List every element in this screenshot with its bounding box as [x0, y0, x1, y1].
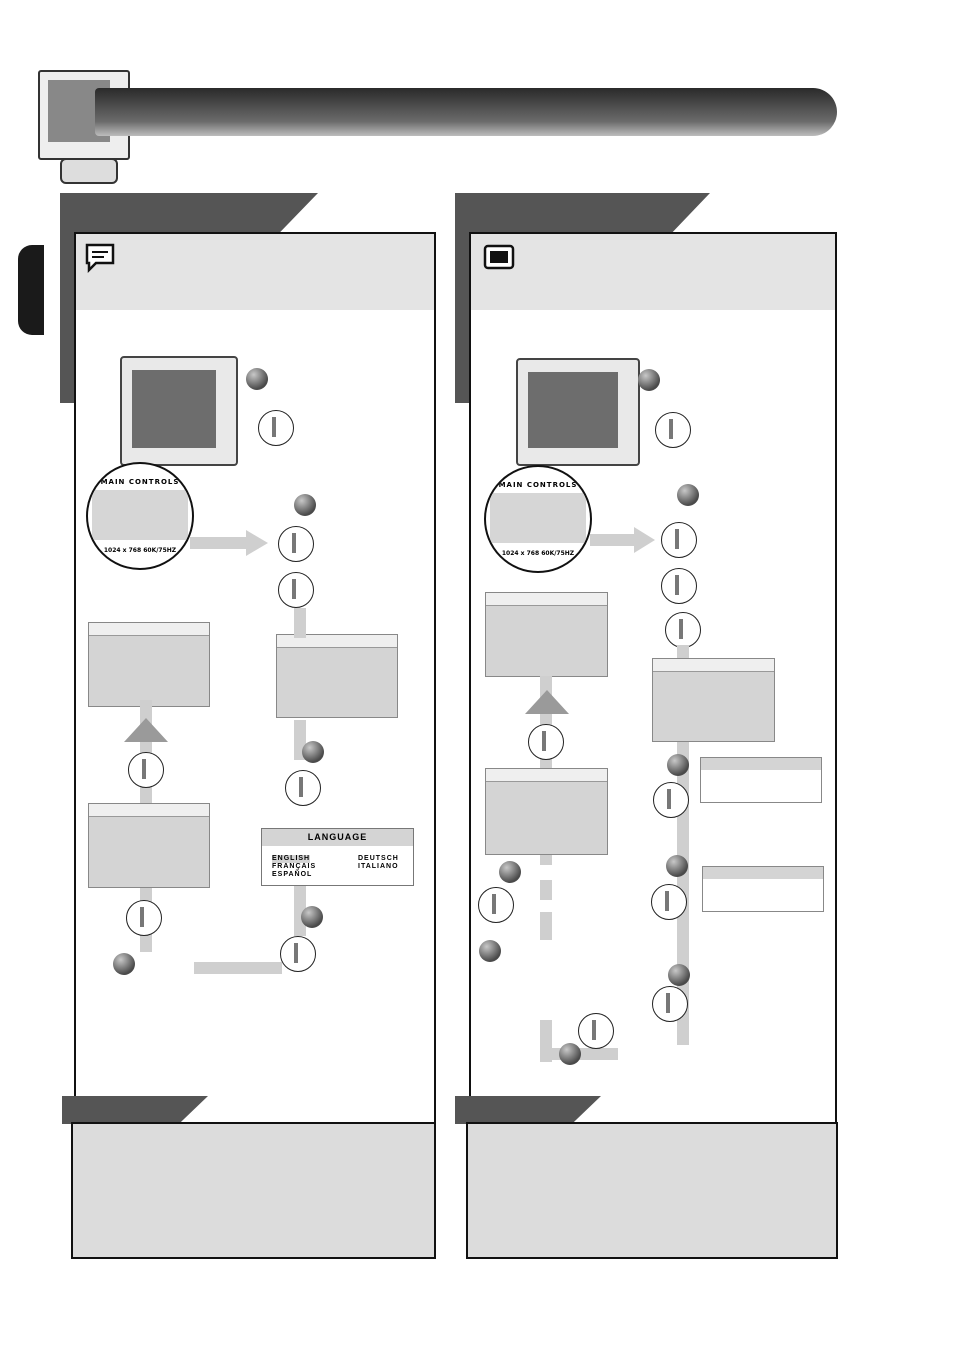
language-panel-header [76, 234, 434, 310]
title-banner [95, 88, 837, 136]
step-ball [499, 861, 521, 883]
button-press-icon[interactable] [661, 568, 697, 604]
up-arrow-icon [124, 718, 168, 742]
button-press-icon[interactable] [278, 572, 314, 608]
button-press-icon[interactable] [528, 724, 564, 760]
step-ball [667, 754, 689, 776]
button-press-icon[interactable] [578, 1013, 614, 1049]
right-tip-box [466, 1122, 838, 1259]
track-line [540, 912, 552, 940]
right-arrow-icon [190, 530, 268, 556]
track-line [294, 608, 306, 638]
left-section-shadow [60, 233, 74, 403]
resolution-label: 1024 x 768 60K/75HZ [103, 547, 177, 554]
main-controls-label: MAIN CONTROLS [498, 481, 578, 489]
button-press-icon[interactable] [285, 770, 321, 806]
button-press-icon[interactable] [478, 887, 514, 923]
resolution-label: 1024 x 768 60K/75HZ [501, 550, 575, 557]
main-controls-label: MAIN CONTROLS [100, 478, 180, 486]
track-line [540, 855, 552, 865]
step-ball [301, 906, 323, 928]
step-ball [113, 953, 135, 975]
button-press-icon[interactable] [128, 752, 164, 788]
button-press-icon[interactable] [280, 936, 316, 972]
right-main-controls-zoom: MAIN CONTROLS 1024 x 768 60K/75HZ [484, 465, 592, 573]
language-menu: LANGUAGE ENGLISH FRANÇAIS ESPAÑOL DEUTSC… [261, 828, 414, 886]
language-option-espanol[interactable]: ESPAÑOL [272, 871, 313, 878]
osd-menu [485, 768, 608, 855]
language-option-deutsch[interactable]: DEUTSCH [358, 855, 399, 862]
language-option-italiano[interactable]: ITALIANO [358, 863, 399, 870]
right-section-header [455, 193, 710, 233]
language-menu-title: LANGUAGE [262, 829, 413, 846]
step-ball [638, 369, 660, 391]
screen-submenu [702, 866, 824, 912]
step-ball [666, 855, 688, 877]
language-option-english[interactable]: ENGLISH [272, 855, 311, 863]
right-section-shadow [455, 233, 469, 403]
language-option-francais[interactable]: FRANÇAIS [272, 863, 317, 870]
step-ball [559, 1043, 581, 1065]
screen-submenu [700, 757, 822, 803]
button-press-icon[interactable] [655, 412, 691, 448]
step-ball [677, 484, 699, 506]
up-arrow-icon [525, 690, 569, 714]
osd-menu [88, 622, 210, 707]
speech-bubble-icon [84, 242, 116, 274]
osd-menu [652, 658, 775, 742]
button-press-icon[interactable] [665, 612, 701, 648]
track-line [194, 962, 282, 974]
step-ball [294, 494, 316, 516]
side-tab [18, 245, 44, 335]
step-ball [246, 368, 268, 390]
track-line [677, 645, 689, 1045]
track-line [540, 880, 552, 900]
button-press-icon[interactable] [258, 410, 294, 446]
button-press-icon[interactable] [651, 884, 687, 920]
osd-menu [276, 634, 398, 718]
screen-panel-header [471, 234, 835, 310]
button-press-icon[interactable] [278, 526, 314, 562]
osd-menu [485, 592, 608, 677]
step-ball [668, 964, 690, 986]
right-arrow-icon [590, 527, 655, 553]
left-section-header [60, 193, 318, 233]
osd-menu [88, 803, 210, 888]
button-press-icon[interactable] [126, 900, 162, 936]
step-ball [302, 741, 324, 763]
button-press-icon[interactable] [653, 782, 689, 818]
button-press-icon[interactable] [652, 986, 688, 1022]
left-tip-box [71, 1122, 436, 1259]
button-press-icon[interactable] [661, 522, 697, 558]
monitor-screen-icon [483, 244, 515, 272]
step-ball [479, 940, 501, 962]
left-main-controls-zoom: MAIN CONTROLS 1024 x 768 60K/75HZ [86, 462, 194, 570]
left-monitor [120, 356, 238, 466]
right-monitor [516, 358, 640, 466]
